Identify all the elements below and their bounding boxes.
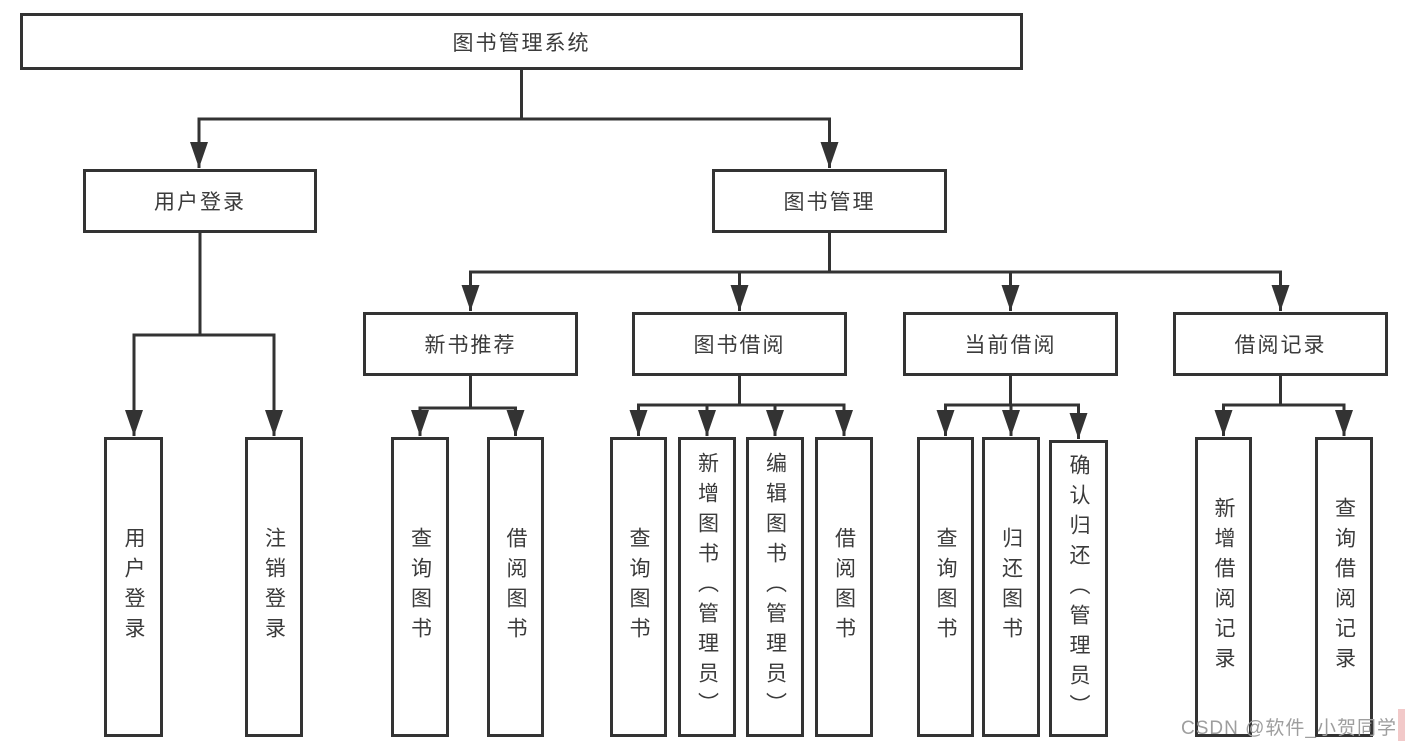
node-book-management: 图书管理: [712, 169, 947, 233]
node-leaf-borrow-books-1: 借阅图书: [487, 437, 544, 737]
node-label: 归还图书: [999, 527, 1023, 647]
node-label: 借阅记录: [1234, 334, 1327, 357]
connector-borrowing-records-to-leaves: [1214, 376, 1353, 436]
node-leaf-user-login: 用户登录: [104, 437, 163, 737]
node-label: 新增图书（管理员）: [695, 452, 719, 722]
node-label: 用户登录: [154, 191, 246, 214]
node-leaf-logout: 注销登录: [245, 437, 303, 737]
node-label: 借阅图书: [504, 527, 527, 647]
node-label: 图书管理: [783, 191, 876, 214]
watermark: CSDN @软件_小贺同学: [1181, 718, 1397, 739]
node-label: 查询图书: [408, 527, 432, 647]
node-current-borrowing: 当前借阅: [903, 312, 1118, 376]
node-label: 查询借阅记录: [1332, 497, 1356, 677]
watermark-accent-strip: [1398, 709, 1405, 741]
node-leaf-add-borrow-record: 新增借阅记录: [1195, 437, 1252, 737]
node-leaf-query-books-3: 查询图书: [917, 437, 974, 737]
connector-new-book-recommendation-to-leaves: [411, 376, 525, 436]
connector-user-login-to-leaves: [125, 233, 283, 436]
connector-book-management-to-level3: [461, 233, 1290, 311]
node-leaf-query-books-1: 查询图书: [391, 437, 449, 737]
node-borrowing-records: 借阅记录: [1173, 312, 1388, 376]
node-label: 当前借阅: [964, 334, 1057, 357]
node-leaf-query-books-2: 查询图书: [610, 437, 667, 737]
node-label: 查询图书: [627, 527, 650, 647]
node-label: 借阅图书: [832, 527, 856, 647]
node-label: 新书推荐: [424, 334, 517, 357]
node-label: 注销登录: [262, 527, 286, 647]
node-library-management-system: 图书管理系统: [20, 13, 1023, 70]
node-label: 新增借阅记录: [1212, 497, 1235, 677]
node-leaf-confirm-return-admin: 确认归还（管理员）: [1049, 440, 1108, 737]
node-book-borrowing: 图书借阅: [632, 312, 847, 376]
node-leaf-query-borrow-record: 查询借阅记录: [1315, 437, 1373, 737]
node-leaf-edit-books-admin: 编辑图书（管理员）: [746, 437, 804, 737]
node-label: 查询图书: [934, 527, 957, 647]
node-label: 图书管理系统: [452, 31, 591, 55]
node-label: 用户登录: [122, 527, 145, 647]
connector-book-borrowing-to-leaves: [629, 376, 853, 436]
node-label: 确认归还（管理员）: [1067, 453, 1090, 724]
node-label: 编辑图书（管理员）: [763, 452, 787, 722]
connector-current-borrowing-to-leaves: [936, 376, 1088, 439]
node-leaf-add-books-admin: 新增图书（管理员）: [678, 437, 736, 737]
connector-root-to-level2: [190, 70, 839, 168]
node-leaf-borrow-books-2: 借阅图书: [815, 437, 873, 737]
node-new-book-recommendation: 新书推荐: [363, 312, 578, 376]
node-leaf-return-books: 归还图书: [982, 437, 1040, 737]
node-label: 图书借阅: [693, 334, 786, 357]
node-user-login: 用户登录: [83, 169, 317, 233]
